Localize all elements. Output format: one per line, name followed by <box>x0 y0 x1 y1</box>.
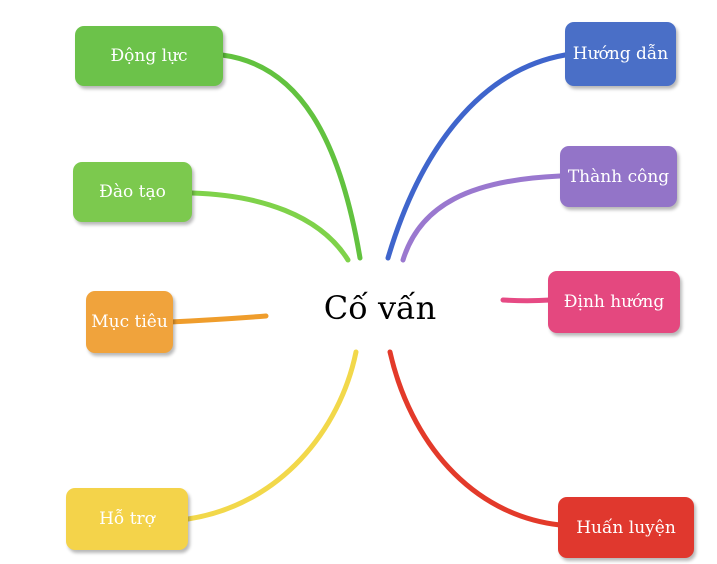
branch-line-dao-tao <box>189 190 351 263</box>
node-label: Mục tiêu <box>91 312 168 332</box>
node-label: Đào tạo <box>99 182 166 202</box>
node-label: Hướng dẫn <box>572 44 669 64</box>
node-dinh-huong: Định hướng <box>548 271 680 333</box>
node-dao-tao: Đào tạo <box>73 162 192 222</box>
branch-line-huan-luyen <box>387 349 563 528</box>
branch-line-huong-dan <box>385 52 568 261</box>
branch-line-dinh-huong <box>500 297 553 304</box>
branch-line-ho-tro <box>185 349 359 522</box>
branch-line-dong-luc <box>219 52 363 261</box>
branch-line-thanh-cong <box>400 173 563 263</box>
node-label: Định hướng <box>563 292 665 312</box>
node-label: Thành công <box>567 166 670 187</box>
center-node-label: Cố vấn <box>323 289 437 327</box>
node-huong-dan: Hướng dẫn <box>565 22 676 86</box>
node-huan-luyen: Huấn luyện <box>558 497 694 558</box>
node-muc-tieu: Mục tiêu <box>86 291 173 353</box>
branch-line-muc-tieu <box>167 313 269 325</box>
node-label: Huấn luyện <box>576 517 676 538</box>
node-label: Hỗ trợ <box>99 509 155 529</box>
node-label: Động lực <box>110 46 188 66</box>
node-ho-tro: Hỗ trợ <box>66 488 188 550</box>
node-thanh-cong: Thành công <box>560 146 677 207</box>
node-dong-luc: Động lực <box>75 26 223 86</box>
